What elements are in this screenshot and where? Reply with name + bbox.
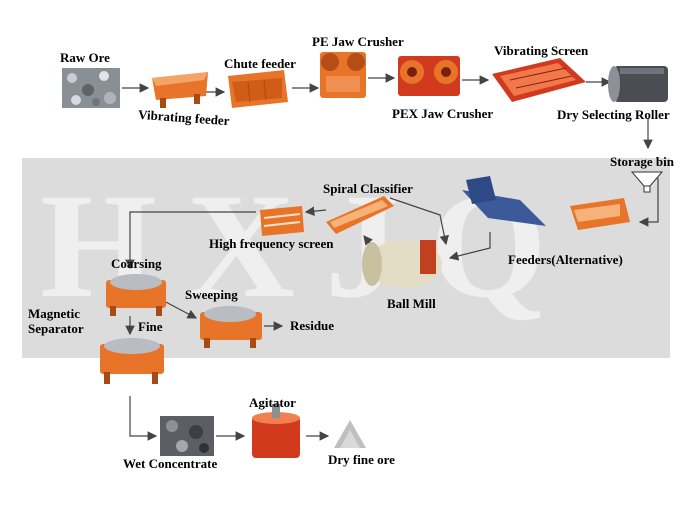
sweeping-separator-machine [200, 306, 262, 348]
arrow-coarsing-to-sweeping [161, 299, 198, 319]
arrow-bin-to-feeders [638, 178, 659, 227]
storage-bin-shape [630, 171, 664, 193]
vibrating-feeder-machine [152, 72, 208, 108]
label-residue: Residue [290, 318, 335, 333]
spiral-classifier-machine [326, 196, 394, 234]
pex-jaw-crusher-machine [398, 56, 460, 96]
label-sweeping: Sweeping [185, 287, 238, 302]
label-chute-feeder: Chute feeder [224, 56, 296, 71]
label-pe-jaw-crusher: PE Jaw Crusher [312, 34, 404, 49]
arrow-classifier-to-screen [304, 206, 327, 216]
feeders-alternative-machines [462, 176, 630, 230]
high-frequency-screen-machine [260, 206, 304, 236]
wet-concentrate-image [160, 416, 214, 456]
label-magnetic-separator: Magnetic Separator [28, 306, 84, 336]
label-spiral-classifier: Spiral Classifier [323, 181, 413, 196]
ball-mill-machine [362, 240, 442, 288]
label-storage-bin: Storage bin [610, 154, 674, 169]
label-dry-selecting-roller: Dry Selecting Roller [557, 107, 670, 122]
arrow-classifier-return [389, 197, 449, 246]
label-high-frequency-screen: High frequency screen [209, 236, 334, 251]
chute-feeder-machine [228, 70, 288, 108]
vibrating-screen-machine [492, 58, 586, 102]
coarsing-separator-machine [106, 274, 166, 316]
label-dry-fine-ore: Dry fine ore [328, 452, 395, 467]
label-coarsing: Coarsing [111, 256, 162, 271]
dry-fine-ore-pile [334, 420, 366, 448]
pe-jaw-crusher-machine [320, 52, 366, 98]
arrow-fine-to-concentrate [129, 396, 158, 441]
label-vibrating-screen: Vibrating Screen [494, 43, 589, 58]
label-feeders-alternative: Feeders(Alternative) [508, 252, 623, 267]
label-wet-concentrate: Wet Concentrate [123, 456, 218, 471]
label-pex-jaw-crusher: PEX Jaw Crusher [392, 106, 494, 121]
label-ball-mill: Ball Mill [387, 296, 436, 311]
arrow-feeders-to-mill [448, 232, 491, 261]
raw-ore-image [62, 68, 120, 108]
agitator-machine [252, 404, 300, 458]
arrow-screen-to-coarsing [125, 211, 256, 270]
dry-selecting-roller-machine [608, 66, 668, 102]
label-fine: Fine [138, 319, 163, 334]
label-raw-ore: Raw Ore [60, 50, 110, 65]
fine-separator-machine [100, 338, 164, 384]
label-agitator: Agitator [249, 395, 296, 410]
